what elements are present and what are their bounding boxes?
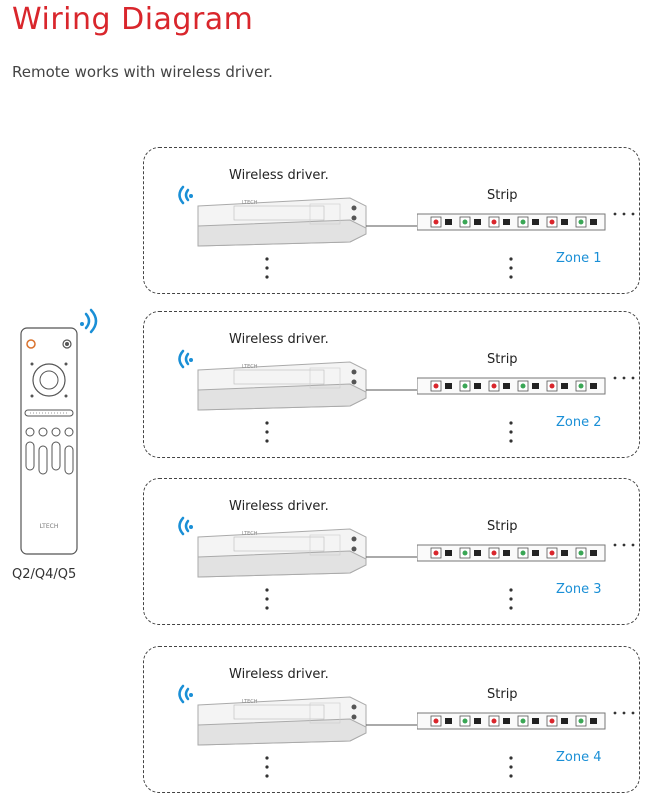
- strip-continuation-icon: [613, 212, 635, 216]
- driver-label: Wireless driver.: [229, 499, 329, 514]
- remote-control-icon: LTECH: [20, 308, 98, 555]
- driver-to-strip-wire: [366, 556, 420, 558]
- strip-more-icon: [509, 421, 513, 443]
- zone-label: Zone 1: [556, 251, 602, 266]
- driver-label: Wireless driver.: [229, 667, 329, 682]
- svg-text:LTECH: LTECH: [242, 200, 258, 206]
- zone-box-3: Wireless driver. LTECH Strip: [143, 478, 640, 625]
- wireless-driver-icon: LTECH: [197, 361, 367, 411]
- page-subtitle: Remote works with wireless driver.: [12, 63, 273, 81]
- strip-label: Strip: [487, 687, 518, 702]
- wifi-signal-icon: [178, 349, 193, 369]
- wifi-signal-icon: [178, 684, 193, 704]
- led-strip-icon: [417, 712, 606, 730]
- svg-text:LTECH: LTECH: [242, 364, 258, 370]
- driver-more-icon: [265, 588, 269, 610]
- wifi-signal-icon: [178, 516, 193, 536]
- strip-label: Strip: [487, 519, 518, 534]
- strip-continuation-icon: [613, 711, 635, 715]
- driver-to-strip-wire: [366, 225, 420, 227]
- zone-label: Zone 4: [556, 750, 602, 765]
- strip-continuation-icon: [613, 543, 635, 547]
- strip-label: Strip: [487, 352, 518, 367]
- zone-label: Zone 2: [556, 415, 602, 430]
- svg-text:LTECH: LTECH: [242, 531, 258, 537]
- driver-label: Wireless driver.: [229, 332, 329, 347]
- wireless-driver-icon: LTECH: [197, 528, 367, 578]
- led-strip-icon: [417, 544, 606, 562]
- driver-label: Wireless driver.: [229, 168, 329, 183]
- driver-more-icon: [265, 421, 269, 443]
- strip-more-icon: [509, 756, 513, 778]
- led-strip-icon: [417, 377, 606, 395]
- driver-more-icon: [265, 756, 269, 778]
- strip-more-icon: [509, 588, 513, 610]
- driver-to-strip-wire: [366, 724, 420, 726]
- strip-more-icon: [509, 257, 513, 279]
- zone-box-4: Wireless driver. LTECH Strip: [143, 646, 640, 793]
- remote-brand: LTECH: [40, 523, 59, 530]
- strip-label: Strip: [487, 188, 518, 203]
- strip-continuation-icon: [613, 376, 635, 380]
- wireless-driver-icon: LTECH: [197, 197, 367, 247]
- zone-box-2: Wireless driver. LTECH Strip: [143, 311, 640, 458]
- zone-label: Zone 3: [556, 582, 602, 597]
- driver-more-icon: [265, 257, 269, 279]
- zone-box-1: Wireless driver. LTECH Strip: [143, 147, 640, 294]
- remote-wifi-icon: [80, 308, 98, 334]
- remote-control: LTECH: [20, 308, 110, 563]
- wifi-signal-icon: [178, 185, 193, 205]
- page-title: Wiring Diagram: [12, 2, 254, 37]
- led-strip-icon: [417, 213, 606, 231]
- wireless-driver-icon: LTECH: [197, 696, 367, 746]
- svg-text:LTECH: LTECH: [242, 699, 258, 705]
- driver-to-strip-wire: [366, 389, 420, 391]
- remote-label: Q2/Q4/Q5: [12, 567, 77, 582]
